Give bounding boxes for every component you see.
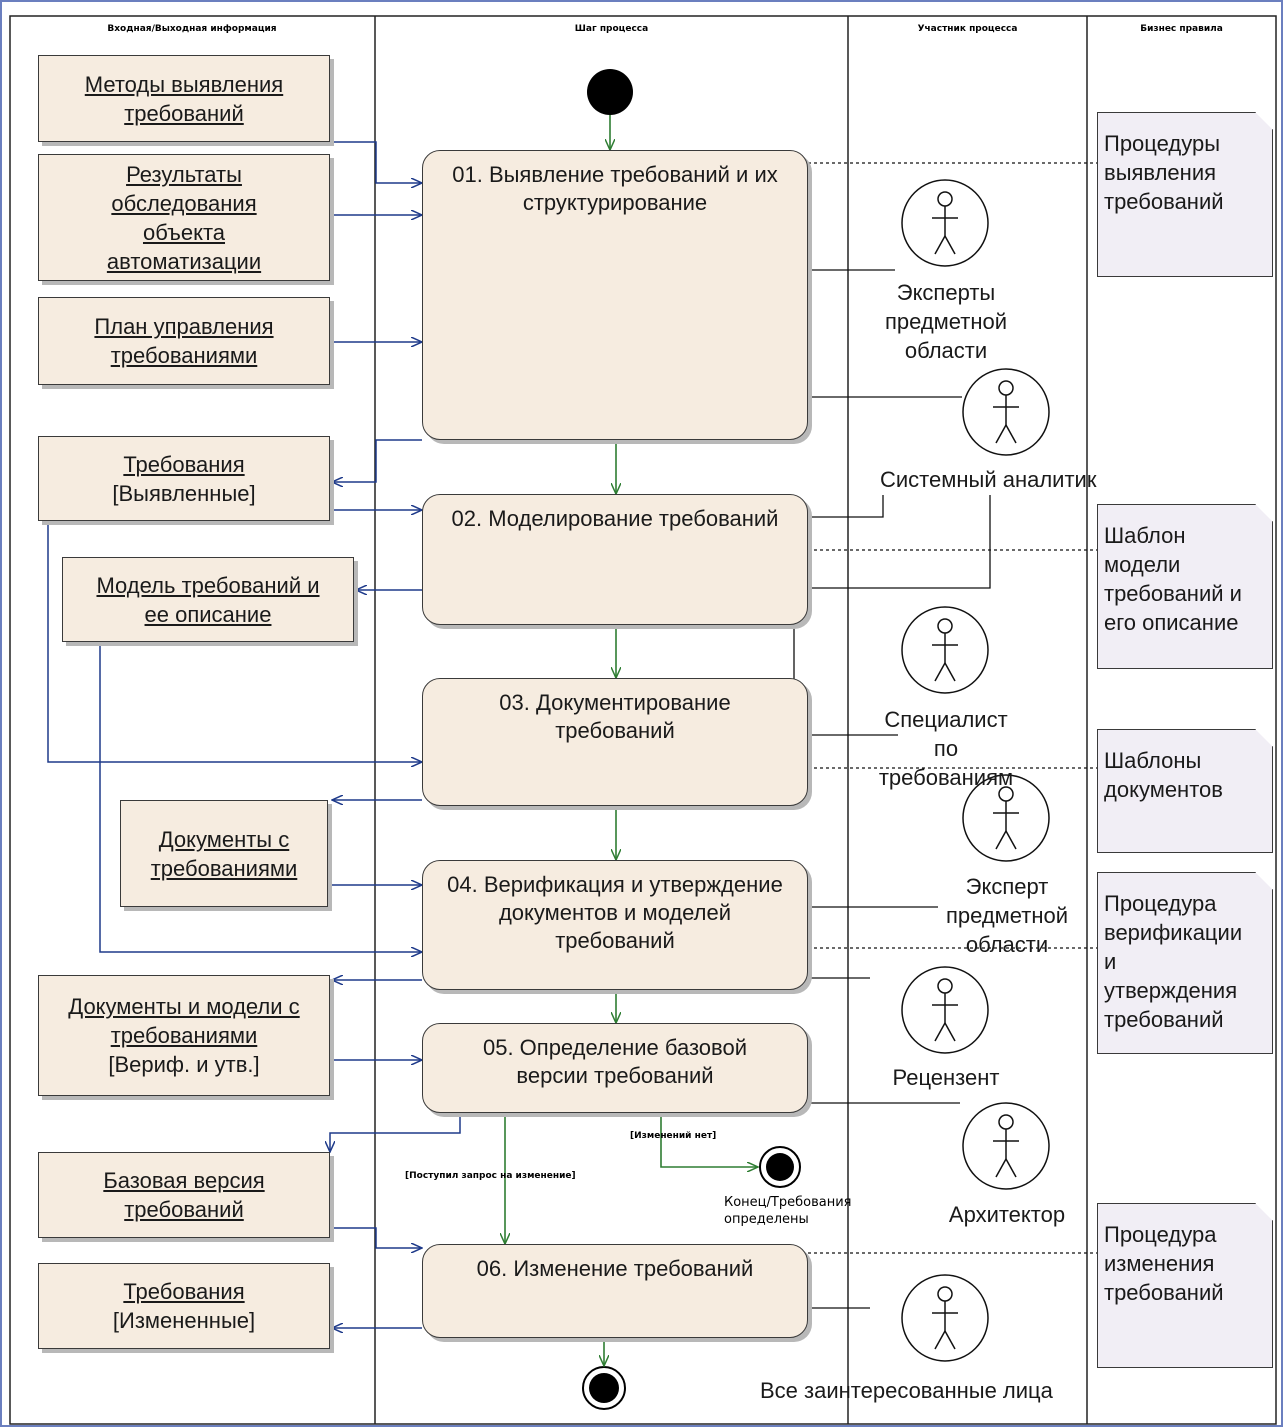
actor-icon-architect <box>962 1102 1050 1190</box>
artifact-verified-documents-state: [Вериф. и утв.] <box>108 1052 260 1077</box>
lane-header-io: Входная/Выходная информация <box>107 24 277 34</box>
note-elicitation-procedures: Процедуры выявления требований <box>1097 112 1273 277</box>
flow-methods-01 <box>330 141 422 183</box>
flow-01-req <box>332 439 422 482</box>
lane-header-actors: Участник процесса <box>917 24 1018 34</box>
input-survey-results-label: Результаты обследования объекта автомати… <box>106 161 262 274</box>
note-model-template: Шаблон модели требований и его описание <box>1097 504 1273 669</box>
artifact-requirements-model-label: Модель требований и ее описание <box>96 572 320 627</box>
artifact-requirements-changed-state: [Измененные] <box>112 1308 256 1333</box>
actor-icon-experts <box>901 179 989 267</box>
actor-icon-reviewer <box>901 966 989 1054</box>
note-document-templates: Шаблоны документов <box>1097 729 1273 853</box>
actor-label-architect: Архитектор <box>948 1202 1066 1227</box>
flow-05-end <box>660 1113 758 1167</box>
input-management-plan: План управления требованиями <box>38 297 330 385</box>
actor-icon-analyst <box>962 368 1050 456</box>
activity-02: 02. Моделирование требований <box>422 494 808 625</box>
input-survey-results: Результаты обследования объекта автомати… <box>38 154 330 281</box>
actor-label-system-analyst: Системный аналитик <box>880 467 1097 492</box>
assoc-03-analyst <box>793 495 991 680</box>
actor-label-domain-experts: Эксперты предметной области <box>884 280 1008 363</box>
lane-header-rules: Бизнес правила <box>1140 24 1223 34</box>
note-change-procedure: Процедура изменения требований <box>1097 1203 1273 1368</box>
assoc-02-analyst <box>808 495 884 518</box>
activity-04: 04. Верификация и утверждение документов… <box>422 860 808 990</box>
artifact-verified-documents: Документы и модели с требованиями [Вериф… <box>38 975 330 1096</box>
artifact-verified-documents-title: Документы и модели с требованиями <box>68 994 300 1048</box>
lane-header-steps: Шаг процесса <box>574 24 649 34</box>
artifact-baseline-label: Базовая версия требований <box>103 1168 265 1222</box>
artifact-requirements-changed: Требования [Измененные] <box>38 1263 330 1349</box>
artifact-requirements-model: Модель требований и ее описание <box>62 557 354 642</box>
artifact-requirements-identified-state: [Выявленные] <box>112 480 256 506</box>
artifact-requirements-documents: Документы с требованиями <box>120 800 328 907</box>
activity-03: 03. Документирование требований <box>422 678 808 806</box>
note-verification-procedure: Процедура верификации и утверждения треб… <box>1097 872 1273 1054</box>
final-node-inner <box>589 1373 619 1403</box>
actor-icon-domain-expert <box>962 774 1050 862</box>
activity-01: 01. Выявление требований и их структурир… <box>422 150 808 440</box>
end-node-label: Конец/Требования определены <box>724 1195 852 1227</box>
artifact-requirements-documents-label: Документы с требованиями <box>150 826 298 881</box>
flow-model-04 <box>99 642 422 952</box>
artifact-requirements-identified: Требования [Выявленные] <box>38 436 330 521</box>
input-management-plan-label: План управления требованиями <box>94 314 274 368</box>
activity-05: 05. Определение базовой версии требовани… <box>422 1023 808 1113</box>
artifact-requirements-identified-title: Требования <box>123 451 245 477</box>
actor-icon-stakeholders <box>901 1274 989 1362</box>
swimlane-frame <box>9 15 1277 1425</box>
guard-change-request: [Поступил запрос на изменение] <box>405 1171 576 1181</box>
artifact-baseline: Базовая версия требований <box>38 1152 330 1238</box>
activity-06: 06. Изменение требований <box>422 1244 808 1338</box>
initial-node <box>587 69 633 115</box>
input-methods-label: Методы выявления требований <box>84 71 284 126</box>
actor-label-stakeholders: Все заинтересованные лица <box>760 1378 1053 1403</box>
actor-label-reviewer: Рецензент <box>892 1065 1000 1090</box>
end-node-inner <box>766 1153 794 1181</box>
flow-05-baseline <box>330 1113 461 1152</box>
guard-no-changes: [Изменений нет] <box>630 1131 717 1141</box>
actor-icon-specialist <box>901 606 989 694</box>
actor-label-req-specialist: Специалист по требованиям <box>878 707 1014 790</box>
actor-label-domain-expert: Эксперт предметной области <box>945 874 1069 957</box>
flow-req-03 <box>47 521 422 762</box>
flow-baseline-06 <box>330 1227 422 1248</box>
artifact-requirements-changed-title: Требования <box>123 1279 245 1304</box>
input-methods: Методы выявления требований <box>38 55 330 142</box>
